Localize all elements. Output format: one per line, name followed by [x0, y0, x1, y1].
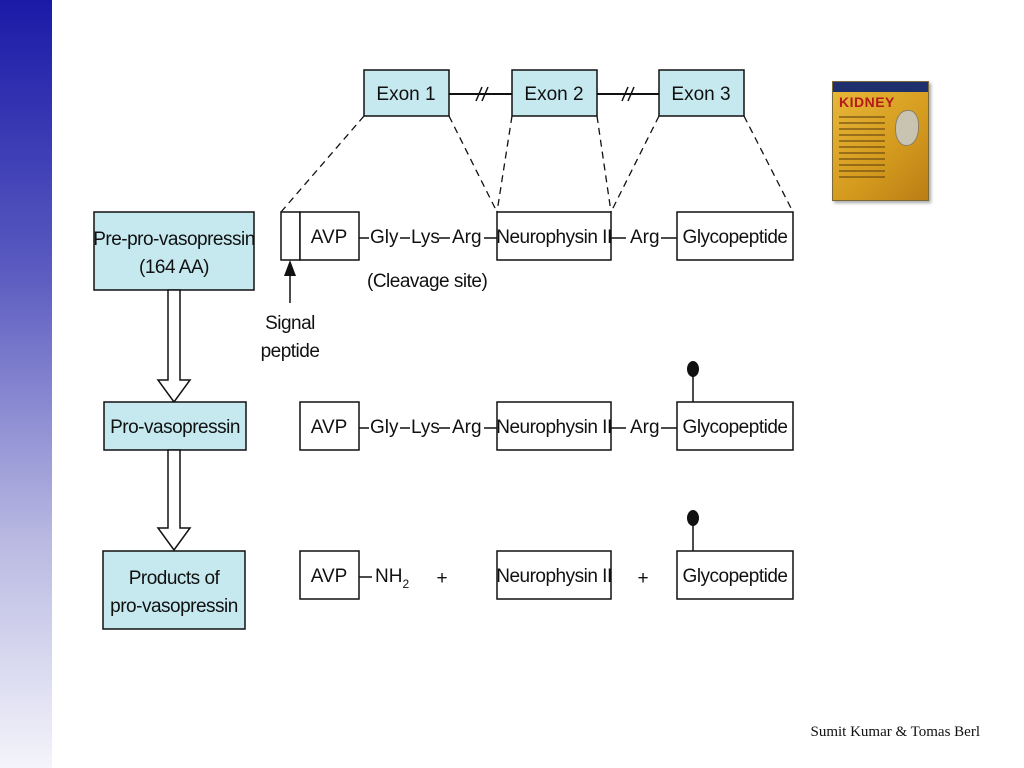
down-arrow-2	[156, 449, 192, 552]
book-text-lines	[839, 116, 885, 182]
cleavage-site-label: (Cleavage site)	[367, 271, 487, 292]
exon-2-label: Exon 2	[524, 84, 583, 105]
exon-1: Exon 1	[363, 69, 450, 117]
down-arrow-1	[156, 289, 192, 404]
neurophysin-box-2	[496, 401, 612, 451]
plus-sign-1: +	[436, 568, 447, 589]
intron-break-1b	[481, 86, 489, 102]
stage-pro-vasopressin: Pro-vasopressin	[103, 401, 247, 451]
arg-label-1: Arg	[452, 227, 482, 248]
neurophysin-box-3	[496, 550, 612, 600]
lys-label-2: Lys	[411, 417, 440, 438]
avp-box-1	[299, 211, 360, 261]
neurophysin-label-2: Neurophysin II	[496, 417, 612, 438]
signal-arrow-head	[284, 260, 296, 276]
products-label-line-2: pro-vasopressin	[110, 596, 238, 617]
neurophysin-label-3: Neurophysin II	[496, 566, 612, 587]
pre-pro-label: Pre-pro-vasopressin	[93, 229, 255, 250]
neurophysin-box-1	[496, 211, 612, 261]
glycopeptide-box-3	[676, 550, 794, 600]
slide-side-bar	[0, 0, 52, 768]
glycopeptide-label-1: Glycopeptide	[683, 227, 788, 248]
book-top-stripe	[833, 82, 928, 92]
stage-pre-pro-vasopressin: Pre-pro-vasopressin (164 AA)	[93, 211, 255, 291]
glycopeptide-box-1	[676, 211, 794, 261]
neurophysin-label-1: Neurophysin II	[496, 227, 612, 248]
exon-1-label: Exon 1	[376, 84, 435, 105]
stage-products: Products of pro-vasopressin	[102, 550, 246, 630]
pre-pro-length: (164 AA)	[139, 257, 209, 278]
intron-break-2b	[627, 86, 635, 102]
avp-box-2	[299, 401, 360, 451]
nh2-label: NH2	[375, 566, 409, 591]
row-products: AVP NH2 + Neurophysin II + Glycopeptide	[299, 510, 794, 600]
signal-peptide-box	[280, 211, 301, 261]
intron-break-2a	[621, 86, 629, 102]
glycosylation-mark-2	[687, 510, 699, 526]
plus-sign-2: +	[637, 568, 648, 589]
glycopeptide-label-3: Glycopeptide	[683, 566, 788, 587]
products-label-line-1: Products of	[129, 568, 221, 589]
kidney-book-cover-image: KIDNEY	[832, 81, 929, 201]
pro-label: Pro-vasopressin	[110, 417, 240, 438]
gly-label-2: Gly	[370, 417, 399, 438]
exon-2: Exon 2	[511, 69, 598, 117]
book-title: KIDNEY	[839, 94, 895, 110]
exon-3: Exon 3	[658, 69, 745, 117]
avp-box-3	[299, 550, 360, 600]
avp-label-2: AVP	[311, 417, 348, 438]
kidney-illustration-icon	[895, 110, 919, 146]
signal-label-line-2: peptide	[261, 341, 320, 362]
arg-label-3: Arg	[452, 417, 482, 438]
glycopeptide-label-2: Glycopeptide	[683, 417, 788, 438]
slide-credit: Sumit Kumar & Tomas Berl	[810, 724, 981, 740]
gly-label-1: Gly	[370, 227, 399, 248]
glycopeptide-box-2	[676, 401, 794, 451]
exon-projection-lines	[280, 115, 794, 213]
arg-label-4: Arg	[630, 417, 660, 438]
glycosylation-mark-1	[687, 361, 699, 377]
avp-label-3: AVP	[311, 566, 348, 587]
intron-break-1a	[475, 86, 483, 102]
lys-label-1: Lys	[411, 227, 440, 248]
arg-label-2: Arg	[630, 227, 660, 248]
signal-label-line-1: Signal	[265, 313, 315, 334]
row-pre-pro-chain: AVP Gly Lys Arg Neurophysin II Arg Glyco…	[280, 211, 794, 292]
row-pro-chain: AVP Gly Lys Arg Neurophysin II Arg Glyco…	[299, 361, 794, 451]
exon-3-label: Exon 3	[671, 84, 730, 105]
avp-label-1: AVP	[311, 227, 348, 248]
